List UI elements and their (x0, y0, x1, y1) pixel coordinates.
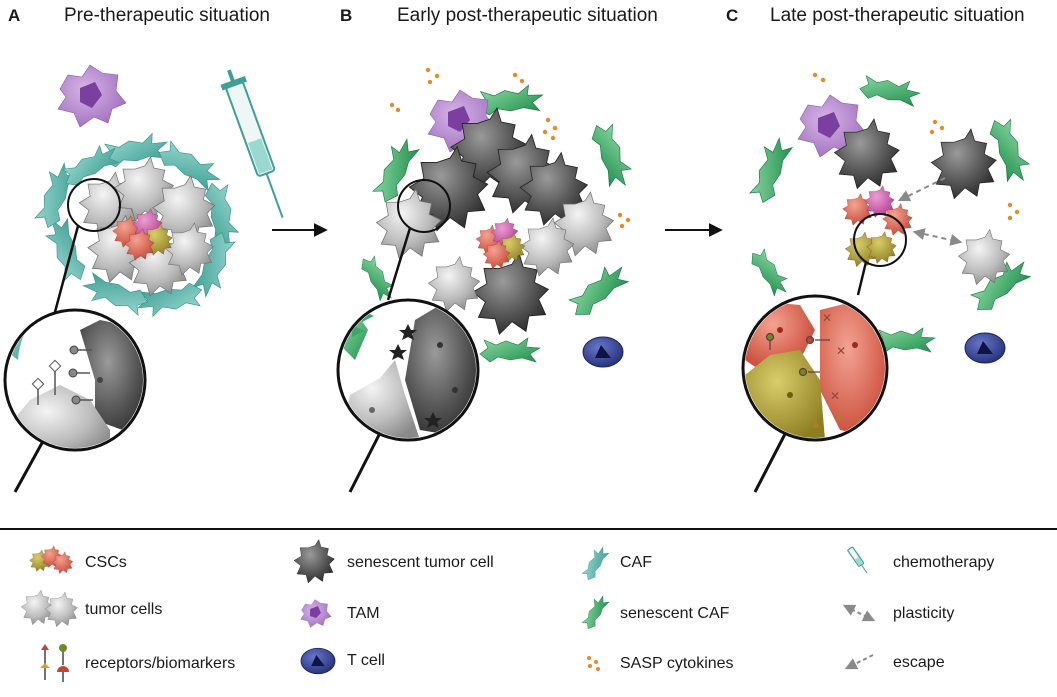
legend-label-cscs: CSCs (85, 554, 127, 571)
panel-letter-c: C (726, 6, 739, 25)
panel-b-art (336, 67, 637, 493)
syringe-icon (220, 69, 284, 218)
legend-label-plasticity: plasticity (893, 605, 955, 622)
legend-divider (0, 528, 1057, 530)
magnifier-small-c (853, 213, 907, 267)
legend-label-tam: TAM (347, 605, 380, 622)
zoom-circle-a (3, 308, 147, 493)
sasp-legend-icon (587, 656, 600, 671)
zoom-circle-c: ✕ ✕ ✕ (741, 294, 889, 493)
sasp-dots-c (812, 72, 1020, 221)
legend-label-senescent-caf: senescent CAF (620, 605, 730, 622)
tam-cell-c (797, 94, 867, 158)
csc-legend-icon (29, 545, 74, 574)
chemotherapy-legend-icon (847, 546, 868, 574)
panel-letter-a: A (8, 6, 21, 25)
legend-label-t-cell: T cell (347, 652, 385, 669)
magnifier-small (67, 178, 121, 232)
legend-label-chemotherapy: chemotherapy (893, 554, 995, 571)
magnifier-small-b (397, 179, 451, 233)
legend-label-escape: escape (893, 654, 945, 671)
plasticity-arrow (912, 228, 963, 246)
receptors-legend-icon (40, 644, 69, 682)
legend-label-sasp: SASP cytokines (620, 655, 734, 672)
tumor-cells-legend-icon (20, 589, 78, 628)
escape-legend-icon (844, 654, 874, 670)
legend-label-caf: CAF (620, 554, 652, 571)
plasticity-legend-icon (842, 604, 876, 622)
t-cell-legend-icon (300, 647, 336, 675)
legend-label-senescent-tumor-cell: senescent tumor cell (347, 554, 494, 571)
legend-label-receptors: receptors/biomarkers (85, 655, 236, 672)
legend-icons (20, 539, 876, 682)
panel-title-c: Late post-therapeutic situation (770, 5, 1025, 26)
t-cell-b (582, 336, 624, 368)
panel-title-a: Pre-therapeutic situation (64, 5, 270, 26)
legend-label-tumor-cells: tumor cells (85, 601, 163, 618)
senescent-tumor-legend-icon (293, 539, 335, 584)
svg-text:✕: ✕ (822, 311, 832, 325)
t-cell-c (964, 332, 1006, 364)
panel-title-b: Early post-therapeutic situation (397, 5, 658, 26)
panel-a-art (3, 64, 284, 493)
svg-text:✕: ✕ (836, 344, 846, 358)
senescent-caf-legend-icon (579, 592, 611, 632)
zoom-circle-b (336, 298, 480, 493)
svg-text:✕: ✕ (830, 389, 840, 403)
caf-legend-icon (579, 543, 611, 583)
sasp-dots-b (389, 67, 631, 229)
panel-c-art: ✕ ✕ ✕ (741, 72, 1035, 493)
tam-cell (57, 64, 127, 128)
panel-letter-b: B (340, 6, 353, 25)
tam-legend-icon (300, 599, 332, 628)
